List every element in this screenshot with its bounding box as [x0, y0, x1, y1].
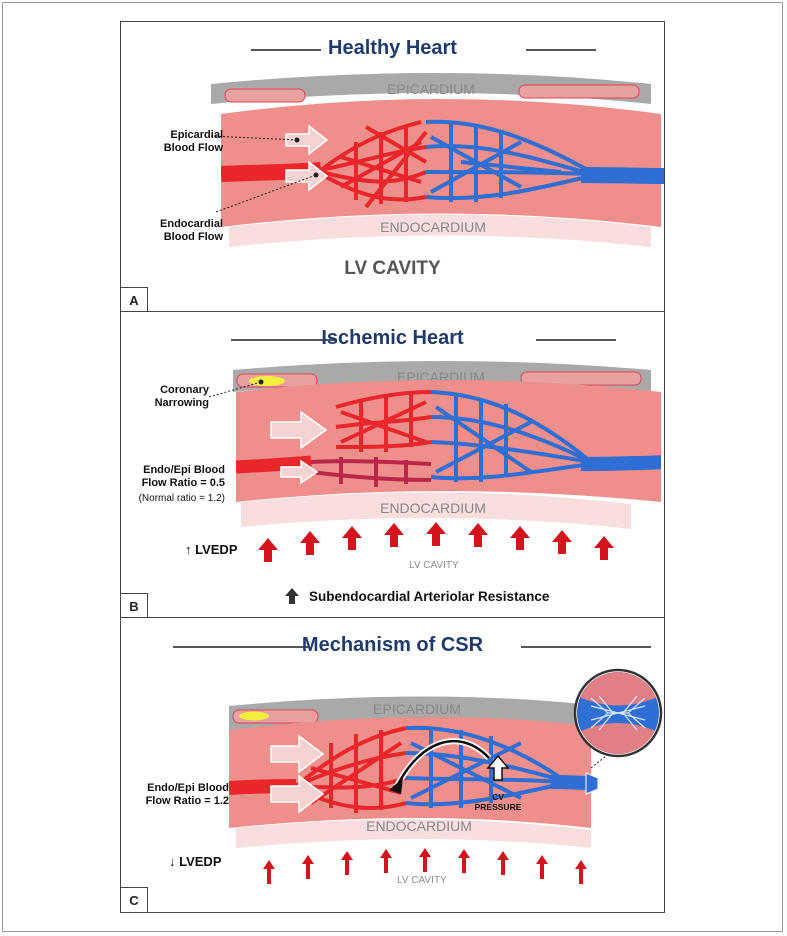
label-normal-ratio: (Normal ratio = 1.2)	[121, 492, 225, 505]
pressure-arrow	[594, 536, 614, 560]
surface-artery-left	[225, 89, 305, 102]
vein-trunk	[581, 462, 665, 464]
pressure-arrow	[380, 849, 392, 873]
resistance-up-arrow	[285, 588, 299, 604]
lv-cavity-label: LV CAVITY	[397, 875, 447, 886]
myocardium-layer	[221, 99, 661, 227]
pressure-arrow	[384, 523, 404, 547]
pressure-arrow	[258, 538, 278, 562]
pressure-arrow	[342, 526, 362, 550]
pressure-arrow	[263, 860, 275, 884]
surface-artery-right	[519, 85, 639, 98]
panel-a-letter: A	[120, 287, 148, 313]
pressure-arrow	[468, 523, 488, 547]
coronary-narrowing-marker	[239, 712, 269, 721]
lv-cavity-label: LV CAVITY	[121, 258, 664, 280]
pressure-arrow	[419, 848, 431, 872]
pressure-arrow	[536, 855, 548, 879]
panel-b-letter: B	[120, 593, 148, 619]
panel-a-healthy-heart: Healthy Heart EPICARDIUM ENDOCARDIUM	[120, 21, 665, 313]
pressure-arrow	[552, 530, 572, 554]
endocardium-label: ENDOCARDIUM	[380, 500, 486, 516]
resistance-label: Subendocardial Arteriolar Resistance	[309, 589, 549, 604]
panel-b-ischemic-heart: Ischemic Heart EPICARDIUM ENDOCARDIUM	[120, 311, 665, 619]
reducer-in-sinus	[586, 773, 598, 794]
pressure-arrow	[497, 851, 509, 875]
pressure-arrow	[575, 860, 587, 884]
endocardium-label: ENDOCARDIUM	[380, 219, 486, 235]
pressure-arrow	[302, 855, 314, 879]
leader-zoom	[591, 756, 606, 768]
pressure-arrow	[426, 522, 446, 546]
panel-c-letter: C	[120, 887, 148, 913]
lvedp-pressure-arrows	[258, 522, 614, 562]
coronary-narrowing-marker	[249, 376, 285, 386]
vein-trunk	[581, 175, 665, 176]
pressure-arrow	[341, 851, 353, 875]
lv-cavity-label: LV CAVITY	[409, 560, 459, 571]
lvedp-label: ↑ LVEDP	[185, 542, 238, 557]
pressure-arrow	[300, 531, 320, 555]
pressure-arrow	[510, 526, 530, 550]
endocardium-label: ENDOCARDIUM	[366, 818, 472, 834]
epicardium-label: EPICARDIUM	[387, 81, 475, 97]
pressure-arrow	[458, 849, 470, 873]
vein-trunk	[551, 782, 591, 783]
epicardium-label: EPICARDIUM	[373, 701, 461, 717]
panel-c-mechanism-csr: Mechanism of CSR EPICARDIUM ENDOCARDIUM	[120, 617, 665, 913]
lvedp-label: ↓ LVEDP	[169, 854, 222, 869]
